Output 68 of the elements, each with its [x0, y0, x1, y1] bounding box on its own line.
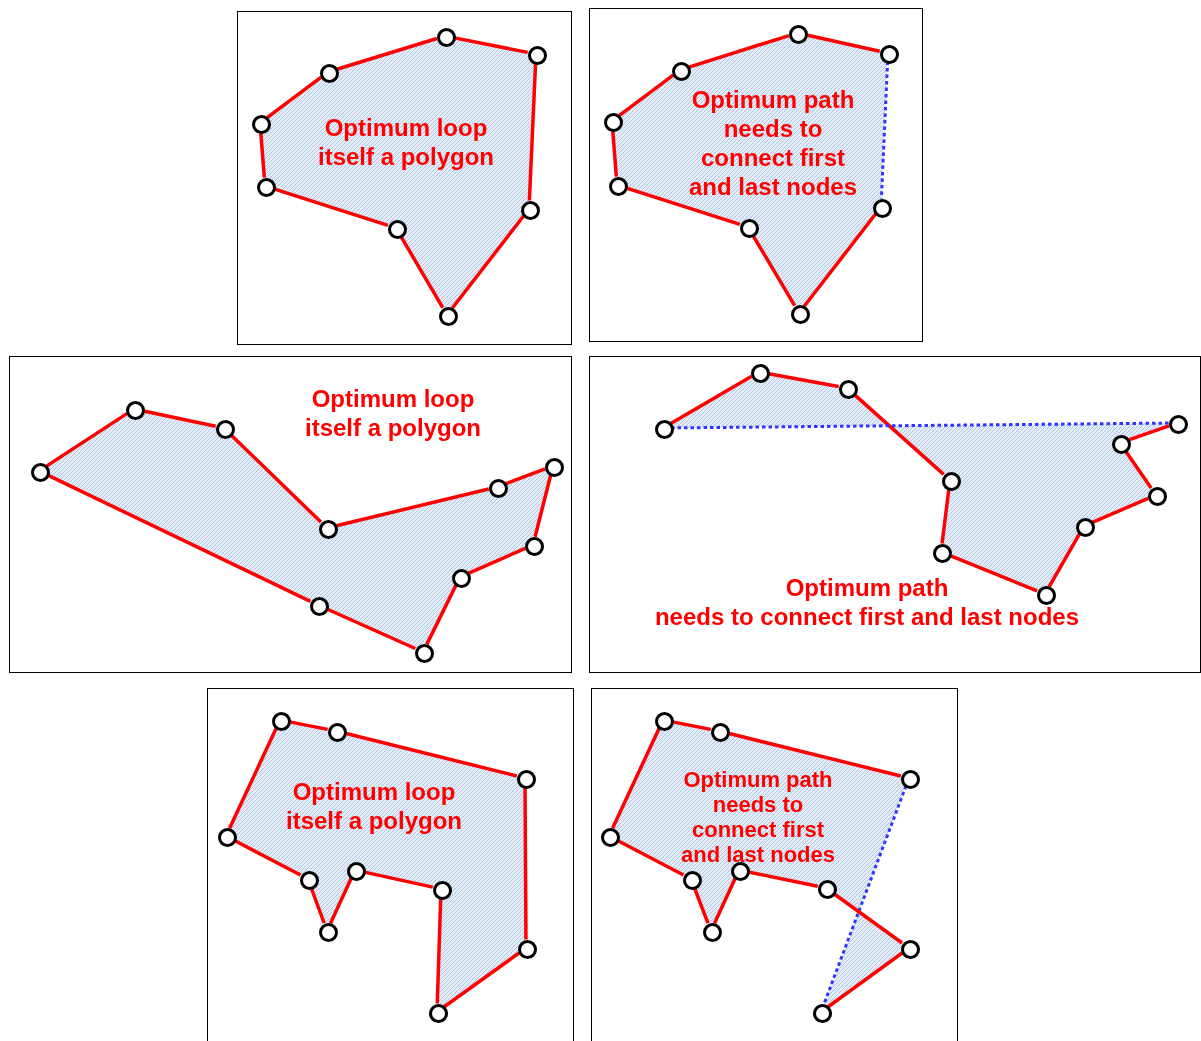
connector-line	[467, 546, 526, 576]
connector-line	[328, 877, 354, 924]
panel-text: Optimum path needs to connect first and last nodes	[679, 767, 836, 867]
node-circle	[608, 176, 628, 196]
node-circle	[30, 462, 50, 482]
connector-line	[669, 374, 753, 426]
connector-line	[610, 129, 619, 177]
connector-line	[504, 467, 546, 486]
connector-line	[325, 606, 416, 651]
connector-line	[750, 233, 797, 307]
node-circle	[932, 543, 952, 563]
node-circle	[217, 827, 237, 847]
connector-line	[1123, 449, 1153, 489]
connector-line	[425, 583, 458, 646]
node-circle	[600, 827, 620, 847]
connector-line	[228, 726, 278, 830]
connector-line	[228, 432, 323, 524]
node-circle	[251, 114, 271, 134]
node-circle	[654, 419, 674, 439]
connector-line	[617, 73, 675, 118]
node-circle	[1168, 414, 1188, 434]
connector-line	[687, 33, 790, 70]
node-circle	[271, 711, 291, 731]
panel-text: Optimum loop itself a polygon	[317, 113, 495, 171]
connector-line	[45, 412, 128, 468]
node-circle	[603, 112, 623, 132]
connector-line	[802, 212, 878, 308]
connector-line	[258, 131, 267, 178]
connector-line	[671, 719, 711, 732]
node-circle	[654, 711, 674, 731]
panel-text: Optimum loop itself a polygon	[304, 384, 482, 442]
connector-line	[442, 951, 521, 1009]
dotted-line	[822, 785, 908, 1005]
panel-text: Optimum path	[784, 573, 950, 602]
node-circle	[428, 1003, 448, 1023]
node-circle	[256, 177, 276, 197]
connector-line	[940, 488, 951, 544]
dotted-line	[671, 421, 1169, 430]
connector-line	[1127, 424, 1170, 442]
connector-line	[611, 726, 661, 830]
connector-line	[826, 951, 904, 1009]
node-circle	[318, 922, 338, 942]
node-circle	[812, 1003, 832, 1023]
connector-line	[767, 371, 839, 389]
connector-line	[1091, 496, 1149, 525]
connector-line	[852, 392, 945, 476]
node-circle	[790, 304, 810, 324]
connector-line	[335, 36, 438, 72]
connector-line	[265, 75, 323, 120]
node-circle	[702, 922, 722, 942]
connector-line	[533, 473, 553, 538]
connector-line	[453, 35, 528, 55]
panel-text: Optimum loop itself a polygon	[285, 777, 463, 835]
connector-line	[288, 719, 328, 732]
connector-line	[450, 214, 526, 310]
panel-text: needs to connect first and last nodes	[653, 602, 1081, 631]
connector-line	[435, 897, 443, 1004]
dotted-line	[879, 61, 890, 199]
panel-text: Optimum path needs to connect first and last nodes	[687, 85, 858, 201]
connector-line	[334, 487, 490, 528]
node-circle	[750, 363, 770, 383]
node-circle	[544, 457, 564, 477]
connector-line	[398, 234, 445, 309]
connector-line	[527, 62, 538, 201]
node-circle	[438, 306, 458, 326]
connector-line	[523, 786, 528, 940]
connector-line	[712, 877, 738, 924]
connector-line	[1047, 532, 1082, 588]
